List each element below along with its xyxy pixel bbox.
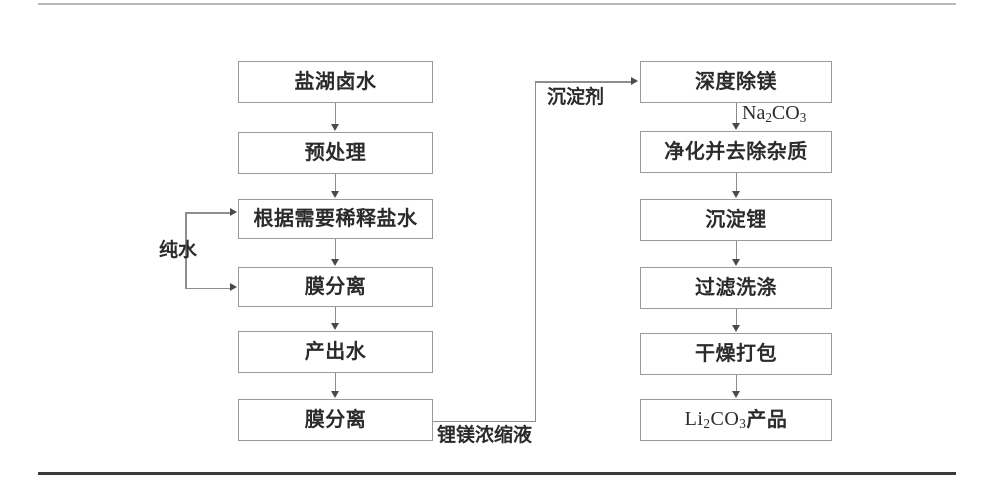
edge-label-li-mg-concentrate: 锂镁浓缩液 [437, 425, 533, 446]
connector-precipitate-to-filter [735, 241, 738, 260]
node-filter-wash[interactable]: 过滤洗涤 [640, 267, 832, 309]
node-lithium-precipitation[interactable]: 沉淀锂 [640, 199, 832, 241]
edge-label-sodium-carbonate: Na2CO3 [742, 102, 807, 125]
arrowhead-filter-to-dry-pack [731, 325, 740, 332]
arrowhead-precipitate-to-filter [731, 259, 740, 266]
arrowhead-dry-pack-to-product [731, 391, 740, 398]
arrowhead-brine-to-pretreatment [330, 124, 339, 131]
connector-pure-water-to-dilute [185, 212, 231, 214]
node-brine[interactable]: 盐湖卤水 [238, 61, 433, 103]
top-divider-rule [38, 3, 956, 5]
arrowhead-purify-to-precipitate [731, 191, 740, 198]
arrowhead-membrane1-to-product-water [330, 323, 339, 330]
node-dilute-brine[interactable]: 根据需要稀释盐水 [238, 199, 433, 239]
lithium-carbonate-formula: Li2CO3 [684, 408, 747, 432]
connector-filter-to-dry-pack [735, 309, 738, 326]
arrowhead-pretreatment-to-dilute [330, 191, 339, 198]
edge-label-precipitant: 沉淀剂 [547, 87, 605, 108]
connector-dry-pack-to-product [735, 375, 738, 392]
bottom-divider-rule [38, 472, 956, 475]
connector-pretreatment-to-dilute [334, 174, 337, 192]
connector-concentrate-riser [534, 81, 537, 422]
connector-membrane2-right [433, 420, 536, 423]
product-suffix-label: 产品 [746, 409, 788, 431]
arrowhead-pure-water-to-dilute [230, 207, 237, 216]
node-membrane-separation-1[interactable]: 膜分离 [238, 267, 433, 307]
node-pretreatment[interactable]: 预处理 [238, 132, 433, 174]
node-membrane-separation-2[interactable]: 膜分离 [238, 399, 433, 441]
node-product-water[interactable]: 产出水 [238, 331, 433, 373]
node-dry-pack[interactable]: 干燥打包 [640, 333, 832, 375]
edge-label-pure-water: 纯水 [159, 240, 198, 261]
connector-dilute-to-membrane1 [334, 239, 337, 260]
node-purification[interactable]: 净化并去除杂质 [640, 131, 832, 173]
connector-to-deep-demag [534, 81, 633, 83]
connector-purify-to-precipitate [735, 173, 738, 192]
arrowhead-product-water-to-membrane2 [330, 391, 339, 398]
arrowhead-dilute-to-membrane1 [330, 259, 339, 266]
connector-pure-water-trunk [185, 212, 187, 289]
connector-pure-water-to-membrane1 [185, 287, 231, 290]
connector-product-water-to-membrane2 [334, 373, 337, 392]
connector-membrane1-to-product-water [334, 307, 337, 324]
arrowhead-deep-demag-to-purify [731, 123, 740, 130]
arrowhead-to-deep-demag [631, 76, 638, 85]
connector-brine-to-pretreatment [334, 103, 337, 125]
connector-deep-demag-to-purify [735, 103, 738, 124]
arrowhead-pure-water-to-membrane1 [230, 283, 237, 291]
node-deep-magnesium-removal[interactable]: 深度除镁 [640, 61, 832, 103]
